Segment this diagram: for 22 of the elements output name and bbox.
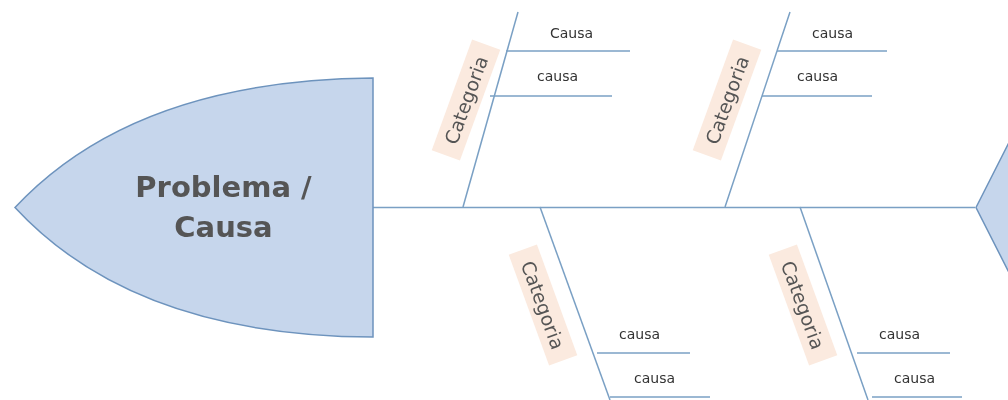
cause-label: causa bbox=[797, 66, 839, 86]
cause-line bbox=[505, 50, 631, 52]
cause-label: causa bbox=[634, 368, 676, 388]
cause-line bbox=[776, 50, 888, 52]
bone-line bbox=[799, 206, 869, 400]
bone-line bbox=[724, 11, 791, 208]
cause-line bbox=[871, 396, 963, 398]
cause-line bbox=[596, 352, 691, 354]
cause-line bbox=[856, 352, 951, 354]
cause-label: Causa bbox=[550, 23, 594, 43]
cause-label: causa bbox=[619, 324, 661, 344]
fish-head-shape: Problema / Causa bbox=[14, 77, 373, 338]
spine-line bbox=[372, 206, 976, 209]
bone-line bbox=[539, 206, 611, 400]
cause-label: causa bbox=[879, 324, 921, 344]
cause-label: causa bbox=[537, 66, 579, 86]
cause-line bbox=[609, 396, 711, 398]
cause-line bbox=[761, 95, 873, 97]
cause-label: causa bbox=[812, 23, 854, 43]
bone-line bbox=[462, 11, 519, 208]
cause-line bbox=[489, 95, 613, 97]
cause-label: causa bbox=[894, 368, 936, 388]
